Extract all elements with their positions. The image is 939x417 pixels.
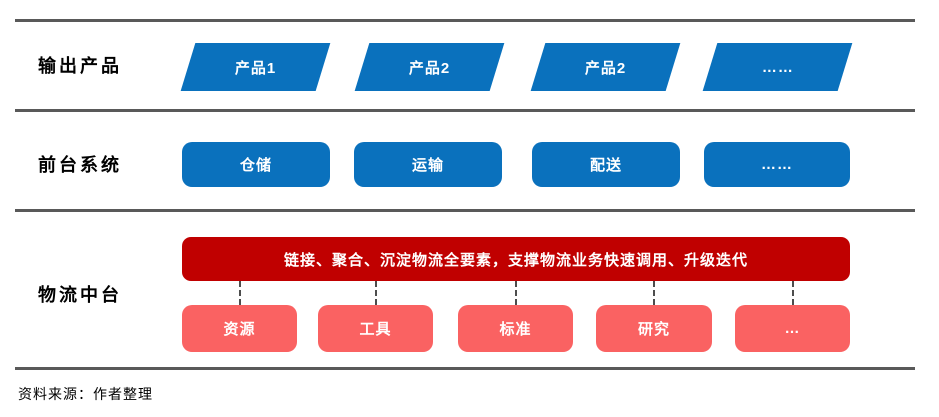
- banner-text: 链接、聚合、沉淀物流全要素，支撑物流业务快速调用、升级迭代: [283, 251, 748, 269]
- product-parallelogram: 产品2: [354, 43, 505, 91]
- dashed-connector: [653, 281, 655, 305]
- platform-label: …: [784, 320, 801, 337]
- platform-label: 资源: [223, 321, 256, 338]
- row-label-logistics-middle-platform: 物流中台: [38, 285, 122, 305]
- platform-box-ellipsis: …: [735, 305, 850, 352]
- divider-line-middle-1: [15, 109, 915, 112]
- platform-label: 标准: [499, 321, 532, 338]
- system-box-warehousing: 仓储: [182, 142, 330, 187]
- product-parallelogram-ellipsis: ……: [702, 43, 853, 91]
- system-box-delivery: 配送: [532, 142, 680, 187]
- dashed-connector: [792, 281, 794, 305]
- product-parallelogram: 产品1: [180, 43, 331, 91]
- product-label: 产品2: [408, 59, 451, 77]
- dashed-connector: [239, 281, 241, 305]
- product-label: 产品1: [234, 59, 277, 77]
- row-label-output-products: 输出产品: [38, 56, 122, 76]
- platform-label: 工具: [359, 321, 392, 338]
- product-label: ……: [761, 58, 794, 76]
- row-label-frontend-systems: 前台系统: [38, 155, 122, 175]
- divider-line-top: [15, 19, 915, 22]
- system-label: 仓储: [239, 157, 272, 174]
- platform-box-research: 研究: [596, 305, 712, 352]
- divider-line-bottom: [15, 367, 915, 370]
- product-parallelogram: 产品2: [530, 43, 681, 91]
- dashed-connector: [515, 281, 517, 305]
- product-label: 产品2: [584, 59, 627, 77]
- system-box-ellipsis: ……: [704, 142, 850, 187]
- system-box-transport: 运输: [354, 142, 502, 187]
- dashed-connector: [375, 281, 377, 305]
- source-note: 资料来源：作者整理: [18, 386, 153, 402]
- platform-label: 研究: [637, 321, 670, 338]
- system-label: 运输: [411, 157, 444, 174]
- system-label: 配送: [589, 157, 622, 174]
- divider-line-middle-2: [15, 209, 915, 212]
- system-label: ……: [761, 156, 793, 173]
- middle-platform-banner: 链接、聚合、沉淀物流全要素，支撑物流业务快速调用、升级迭代: [182, 237, 850, 281]
- platform-box-standards: 标准: [458, 305, 573, 352]
- platform-box-resources: 资源: [182, 305, 297, 352]
- platform-box-tools: 工具: [318, 305, 433, 352]
